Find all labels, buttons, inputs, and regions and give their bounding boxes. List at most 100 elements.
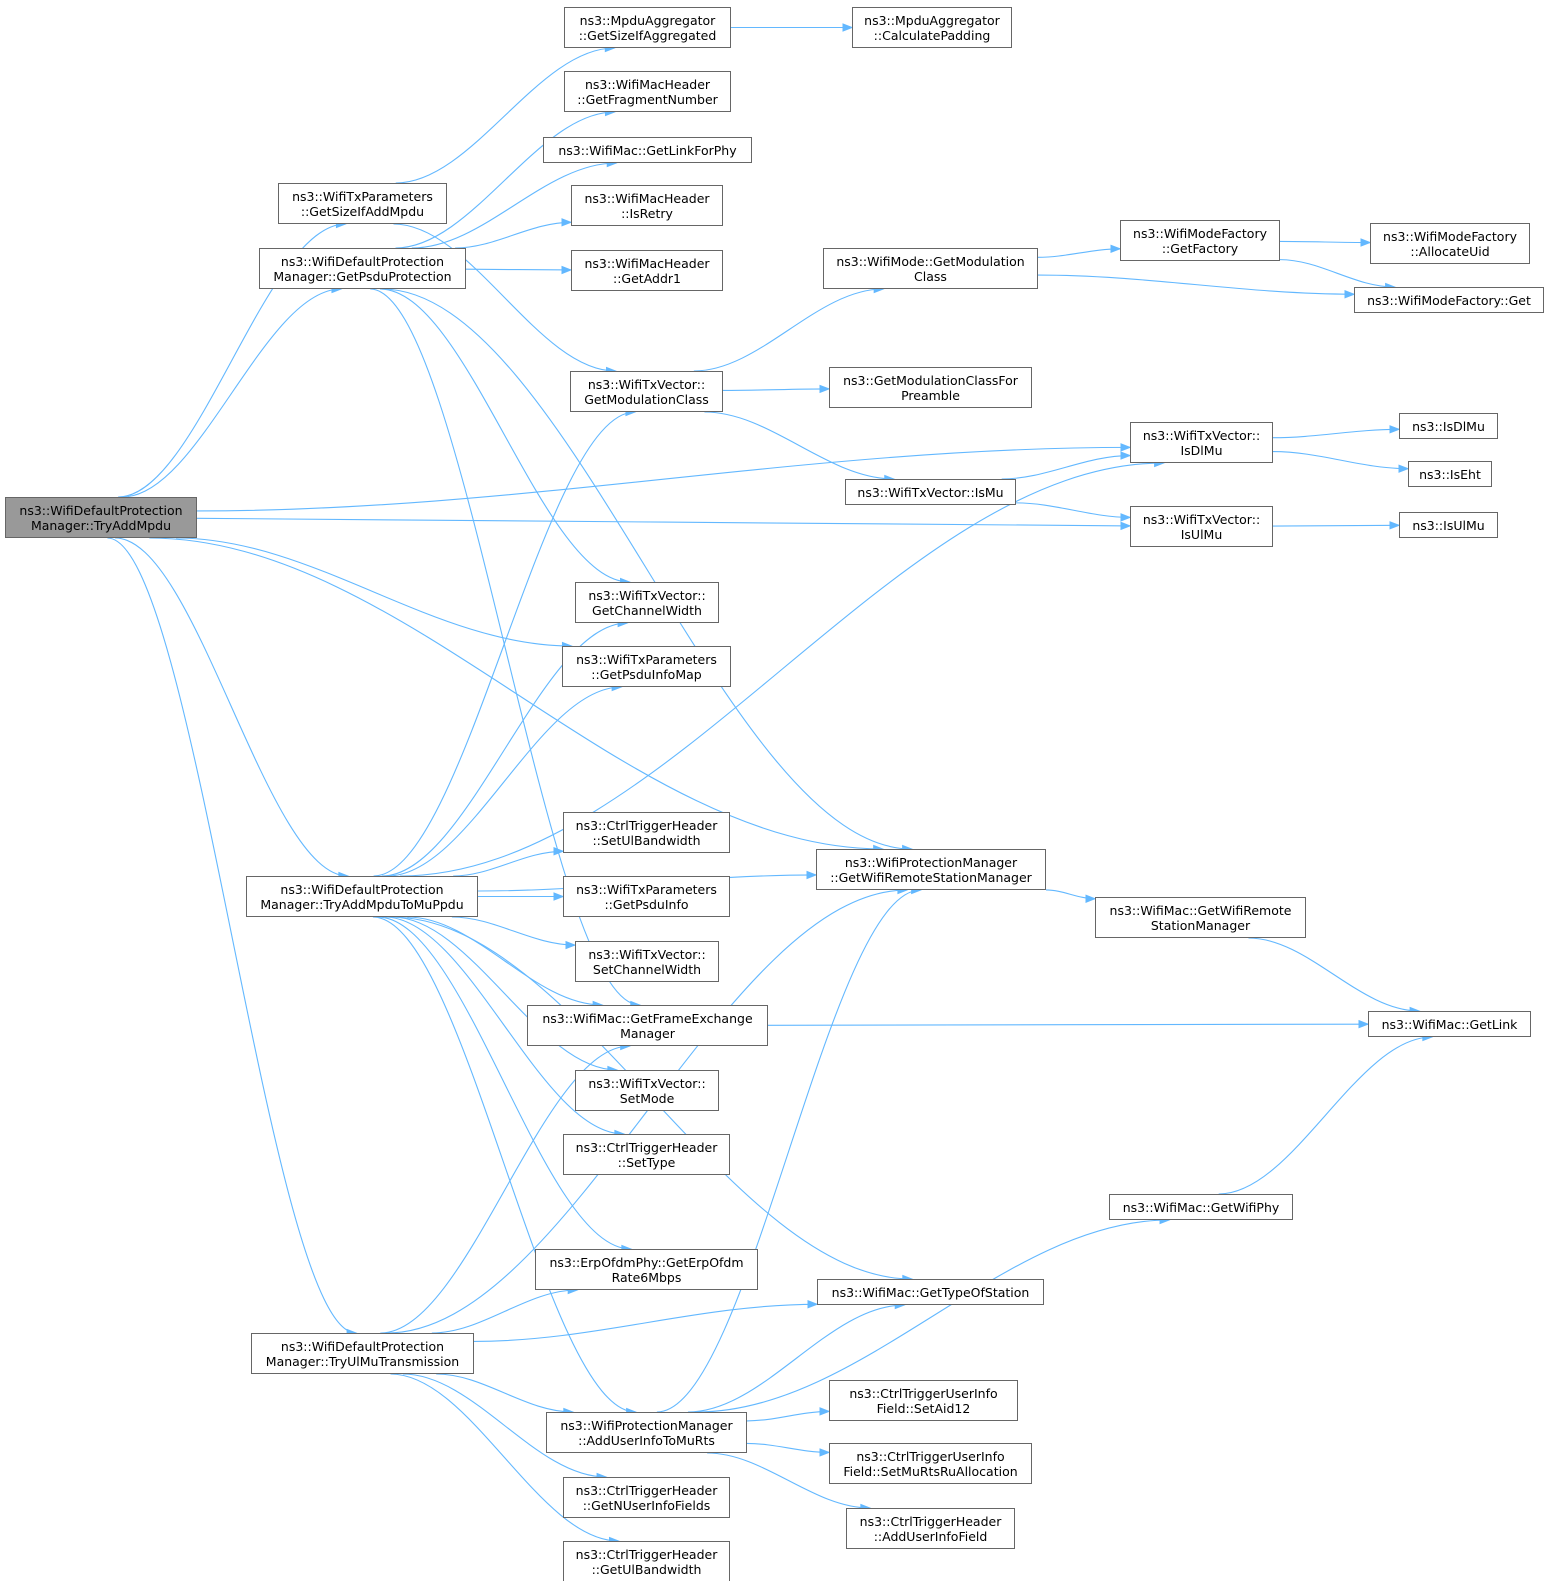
node-label-line: ns3::WifiMode::GetModulation (836, 253, 1025, 269)
node-label-line: ns3::WifiTxVector:: (587, 376, 706, 392)
node-label-line: ns3::WifiMac::GetWifiPhy (1122, 1199, 1280, 1215)
call-edge (118, 223, 346, 498)
call-edge (379, 288, 630, 583)
node-n-setulbw[interactable]: ns3::CtrlTriggerHeader::SetUlBandwidth (563, 812, 730, 853)
node-n-psduinfomap[interactable]: ns3::WifiTxParameters::GetPsduInfoMap (562, 646, 731, 687)
call-edge-arrowhead (1358, 1019, 1370, 1029)
node-n-settype[interactable]: ns3::CtrlTriggerHeader::SetType (563, 1134, 730, 1175)
call-edge (693, 288, 884, 372)
call-edge (176, 537, 572, 647)
call-edge-arrowhead (553, 892, 565, 901)
node-label-line: ns3::WifiMac::GetFrameExchange (542, 1010, 753, 1026)
node-label-line: GetChannelWidth (592, 602, 702, 618)
node-label-line: ns3::WifiDefaultProtection (280, 1338, 445, 1354)
node-label-line: GetModulationClass (584, 391, 709, 407)
call-edge (1279, 240, 1371, 244)
node-n-fact-alloc[interactable]: ns3::WifiModeFactory::AllocateUid (1370, 223, 1530, 264)
node-n-getpsduinfo[interactable]: ns3::WifiTxParameters::GetPsduInfo (563, 876, 730, 917)
call-edge (1037, 248, 1121, 258)
node-label-line: SetChannelWidth (592, 961, 702, 977)
node-label-line: Field::SetAid12 (876, 1400, 971, 1416)
node-label-line: ns3::CtrlTriggerHeader (859, 1513, 1002, 1529)
node-label-line: ::AddUserInfoToMuRts (578, 1432, 715, 1448)
call-edge (387, 686, 622, 877)
node-n-isulmu[interactable]: ns3::IsUlMu (1399, 512, 1498, 538)
call-edge-arrowhead (1120, 451, 1132, 460)
node-n-isdlmu-tx[interactable]: ns3::WifiTxVector::IsDlMu (1130, 422, 1273, 463)
node-n-getlink[interactable]: ns3::WifiMac::GetLink (1368, 1011, 1531, 1037)
node-n-addr1[interactable]: ns3::WifiMacHeader::GetAddr1 (571, 250, 723, 291)
node-label-line: ns3::WifiMac::GetLink (1381, 1016, 1518, 1032)
call-edge-arrowhead (842, 23, 854, 32)
node-label-line: Preamble (901, 387, 960, 403)
node-n-linkforphy[interactable]: ns3::WifiMac::GetLinkForPhy (543, 137, 752, 163)
node-n-ismu[interactable]: ns3::WifiTxVector::IsMu (845, 479, 1016, 505)
call-edge (746, 1442, 830, 1453)
node-n-getnuser[interactable]: ns3::CtrlTriggerHeader::GetNUserInfoFiel… (563, 1477, 730, 1518)
call-edge (1248, 937, 1420, 1012)
node-label-line: ::IsRetry (621, 205, 673, 221)
node-n-isretry[interactable]: ns3::WifiMacHeader::IsRetry (571, 185, 723, 226)
call-edge (373, 411, 635, 877)
node-n-iseht[interactable]: ns3::IsEht (1408, 461, 1492, 487)
node-n-size-add[interactable]: ns3::WifiTxParameters::GetSizeIfAddMpdu (278, 183, 447, 224)
node-n-isdlmu[interactable]: ns3::IsDlMu (1399, 413, 1498, 439)
call-edge (115, 537, 348, 877)
call-edge-arrowhead (561, 265, 573, 275)
node-label-line: ::GetWifiRemoteStationManager (830, 869, 1032, 885)
call-edge-arrowhead (806, 870, 818, 880)
node-label-line: Manager::GetPsduProtection (273, 268, 452, 284)
node-n-chanwidth[interactable]: ns3::WifiTxVector::GetChannelWidth (575, 582, 719, 623)
node-n-fact[interactable]: ns3::WifiModeFactory::Get (1354, 287, 1544, 313)
node-n-agg-pad[interactable]: ns3::MpduAggregator::CalculatePadding (852, 7, 1012, 48)
node-n-setmode[interactable]: ns3::WifiTxVector::SetMode (575, 1070, 719, 1111)
node-label-line: ns3::CtrlTriggerUserInfo (849, 1385, 998, 1401)
node-label-line: ::AllocateUid (1410, 243, 1490, 259)
node-n-modclass-tx[interactable]: ns3::WifiTxVector::GetModulationClass (570, 371, 723, 412)
call-edge (455, 221, 572, 249)
node-label-line: ns3::WifiMacHeader (584, 190, 710, 206)
node-n-setchanwidth[interactable]: ns3::WifiTxVector::SetChannelWidth (575, 941, 719, 982)
call-edge (687, 1304, 905, 1413)
call-edge (384, 916, 624, 1135)
call-edge-arrowhead (1398, 464, 1410, 473)
call-edge (395, 47, 615, 184)
node-n-typeofsta[interactable]: ns3::WifiMac::GetTypeOfStation (817, 1279, 1044, 1305)
node-n-getwrsm[interactable]: ns3::WifiProtectionManager::GetWifiRemot… (816, 849, 1046, 890)
call-edge (393, 223, 616, 372)
call-edge (451, 916, 576, 946)
node-label-line: ns3::WifiProtectionManager (560, 1417, 733, 1433)
node-n-frag[interactable]: ns3::WifiMacHeader::GetFragmentNumber (564, 71, 731, 112)
node-label-line: ns3::WifiTxVector:: (588, 946, 706, 962)
node-label-line: ns3::WifiTxParameters (576, 651, 717, 667)
call-edge-arrowhead (1120, 521, 1132, 531)
call-edge-arrowhead (1344, 289, 1356, 299)
node-n-adduserfield[interactable]: ns3::CtrlTriggerHeader::AddUserInfoField (846, 1508, 1015, 1549)
node-n-getulbw[interactable]: ns3::CtrlTriggerHeader::GetUlBandwidth (563, 1541, 730, 1581)
node-n-getwifiphy[interactable]: ns3::WifiMac::GetWifiPhy (1109, 1194, 1293, 1220)
node-label-line: ::CalculatePadding (873, 27, 991, 43)
node-n-isulmu-tx[interactable]: ns3::WifiTxVector::IsUlMu (1130, 506, 1273, 547)
node-label-line: ns3::CtrlTriggerHeader (575, 817, 718, 833)
call-edge (436, 1373, 573, 1413)
call-edge (377, 916, 631, 1250)
node-label-line: ns3::WifiMac::GetWifiRemote (1109, 902, 1292, 918)
node-n-fact-get[interactable]: ns3::WifiModeFactory::GetFactory (1120, 220, 1280, 261)
node-n-agg-size[interactable]: ns3::MpduAggregator::GetSizeIfAggregated (564, 7, 731, 48)
node-label-line: Field::SetMuRtsRuAllocation (843, 1463, 1018, 1479)
call-edge (381, 622, 628, 877)
node-n-adduserinfo[interactable]: ns3::WifiProtectionManager::AddUserInfoT… (546, 1412, 747, 1453)
call-edge (453, 850, 564, 877)
node-label-line: ns3::GetModulationClassFor (843, 372, 1018, 388)
